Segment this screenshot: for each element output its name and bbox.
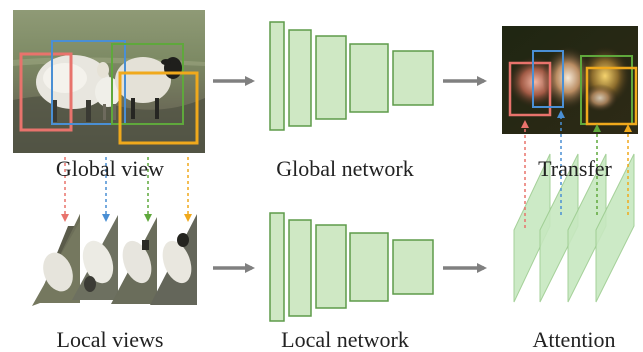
transfer-label: Transfer	[538, 156, 612, 181]
transfer-box-red	[508, 61, 552, 117]
local-network-layer-3	[315, 224, 347, 309]
region-box-blue	[51, 40, 126, 125]
global-network-layer-1	[269, 21, 285, 131]
local-network-label: Local network	[281, 327, 409, 352]
transfer-heatmap-image	[502, 26, 638, 134]
local-network-layer-5	[392, 239, 434, 295]
region-box-green	[111, 43, 184, 125]
region-box-red	[19, 52, 73, 132]
local-views-stack	[32, 214, 197, 306]
local-network-layer-2	[288, 219, 312, 317]
local-view-blue	[72, 215, 118, 300]
region-box-orange	[118, 71, 199, 145]
attention-map-4	[595, 153, 635, 303]
region-crop-arrows	[61, 157, 192, 222]
global-network-label: Global network	[276, 156, 413, 181]
global-view-image	[13, 10, 205, 153]
local-view-red	[32, 214, 80, 306]
global-network-layer-5	[392, 50, 434, 106]
transfer-box-blue	[532, 50, 564, 108]
local-view-green	[111, 217, 157, 304]
local-network-layer-4	[349, 232, 389, 302]
attention-label: Attention	[532, 327, 615, 352]
local-views-label: Local views	[57, 327, 164, 352]
attention-transfer-arrows	[521, 110, 632, 228]
local-view-orange	[150, 214, 197, 305]
local-network-blocks	[269, 212, 434, 322]
flow-arrows	[213, 76, 487, 273]
global-view-label: Global view	[56, 156, 164, 181]
global-network-blocks	[269, 21, 434, 131]
global-network-layer-4	[349, 43, 389, 113]
transfer-box-orange	[585, 66, 638, 126]
global-network-layer-3	[315, 35, 347, 120]
local-network-layer-1	[269, 212, 285, 322]
global-network-layer-2	[288, 29, 312, 127]
